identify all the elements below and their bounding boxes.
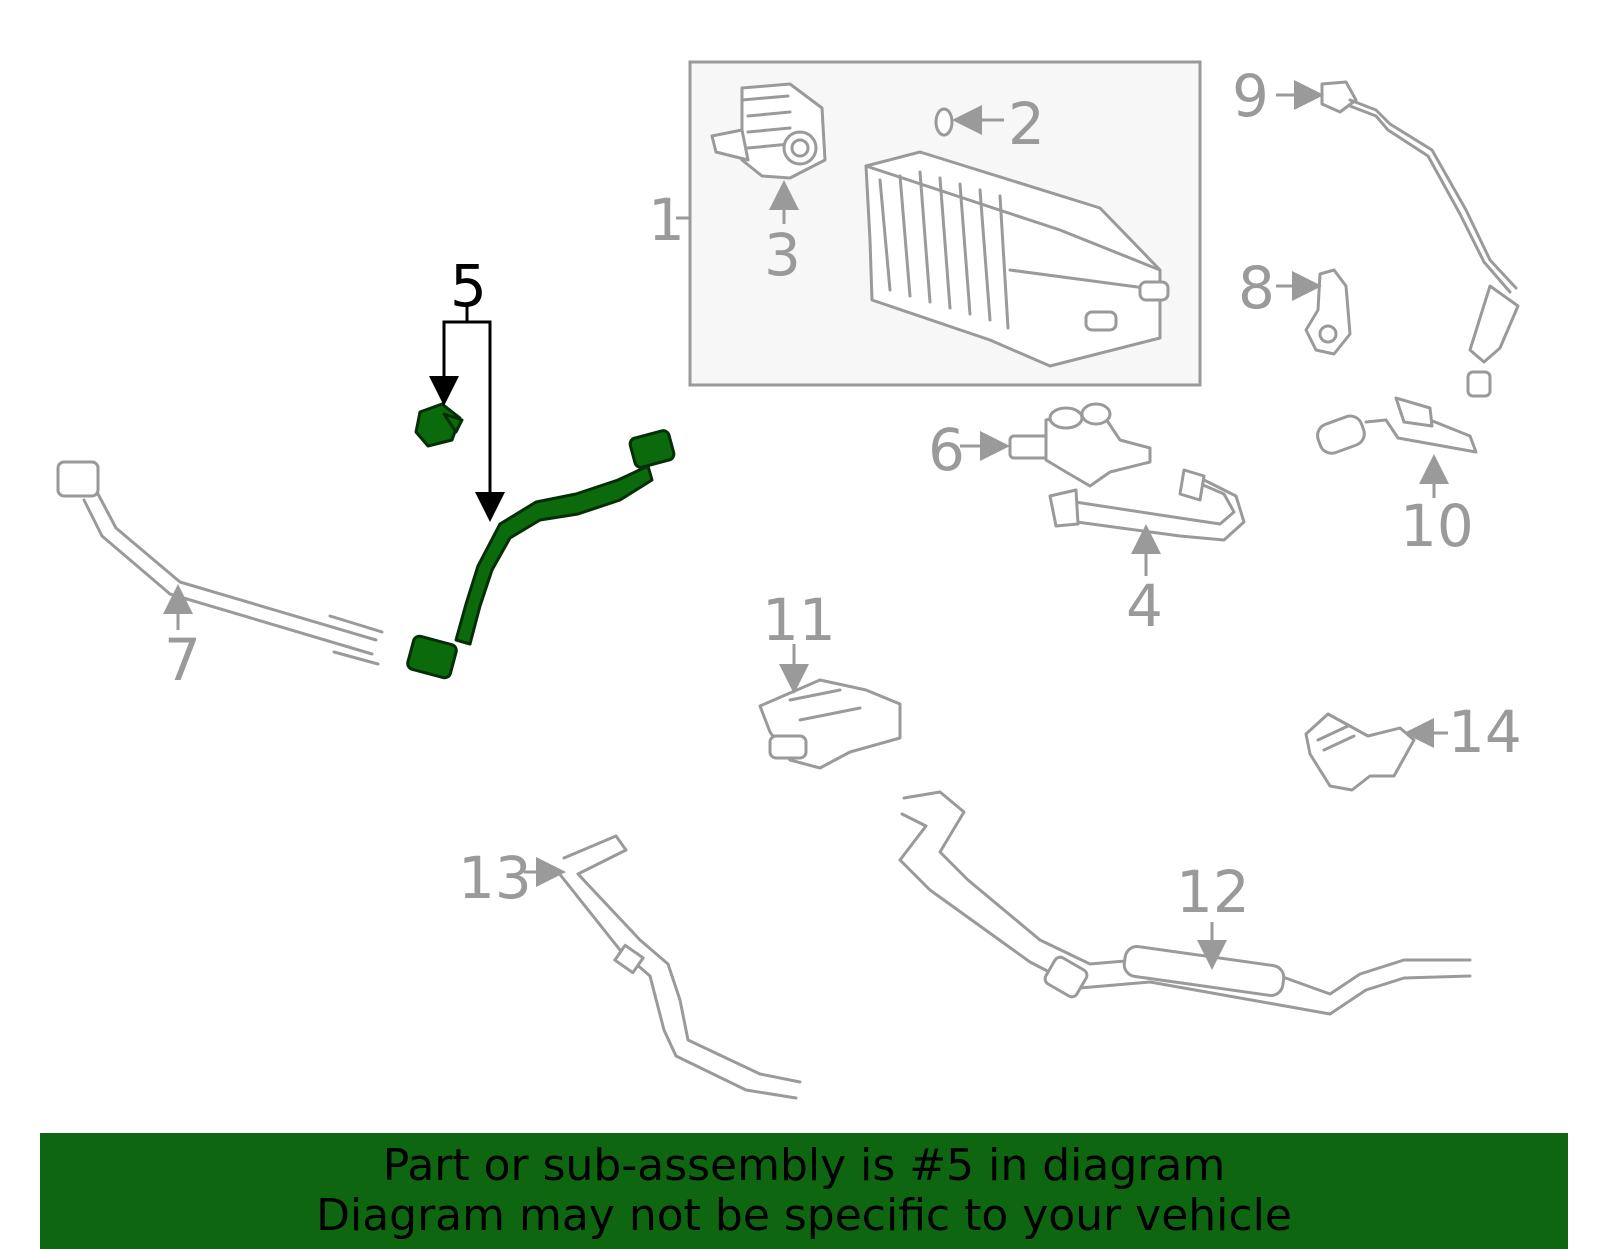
callout-10[interactable]: 10 [1400,492,1474,560]
callout-4[interactable]: 4 [1126,572,1163,640]
hose-4-part[interactable] [1048,468,1246,576]
banner-line-1: Part or sub-assembly is #5 in diagram [382,1140,1226,1191]
banner-line-2: Diagram may not be specific to your vehi… [316,1190,1292,1241]
callout-13[interactable]: 13 [458,844,532,912]
callout-5[interactable]: 5 [450,252,487,320]
hose-7-part[interactable] [56,460,384,666]
sensor-14-part[interactable] [1304,712,1448,792]
info-banner: Part or sub-assembly is #5 in diagram Di… [40,1133,1568,1249]
charcoal-canister-part[interactable] [864,150,1170,368]
sensor-10-part[interactable] [1314,396,1478,498]
oxygen-sensor-9-part[interactable] [1276,80,1520,398]
clip-part[interactable] [934,105,1004,137]
callout-1[interactable]: 1 [648,186,685,254]
valve-11-part[interactable] [758,644,902,770]
valve-6-part[interactable] [960,402,1152,488]
purge-valve-part[interactable] [710,82,827,224]
knock-sensor-part[interactable] [1276,268,1352,356]
callout-12[interactable]: 12 [1176,858,1250,926]
callout-2[interactable]: 2 [1008,90,1045,158]
callout-5-leader [429,306,505,522]
callout-7[interactable]: 7 [164,626,201,694]
callout-14[interactable]: 14 [1448,698,1522,766]
callout-3[interactable]: 3 [764,221,801,289]
callout-11[interactable]: 11 [762,586,836,654]
hose-13-part[interactable] [524,834,802,1100]
callout-8[interactable]: 8 [1238,254,1275,322]
hose-12-part[interactable] [898,790,1472,1016]
callout-9[interactable]: 9 [1232,62,1269,130]
callout-6[interactable]: 6 [928,416,965,484]
hose-assembly-5-part[interactable] [406,402,676,680]
